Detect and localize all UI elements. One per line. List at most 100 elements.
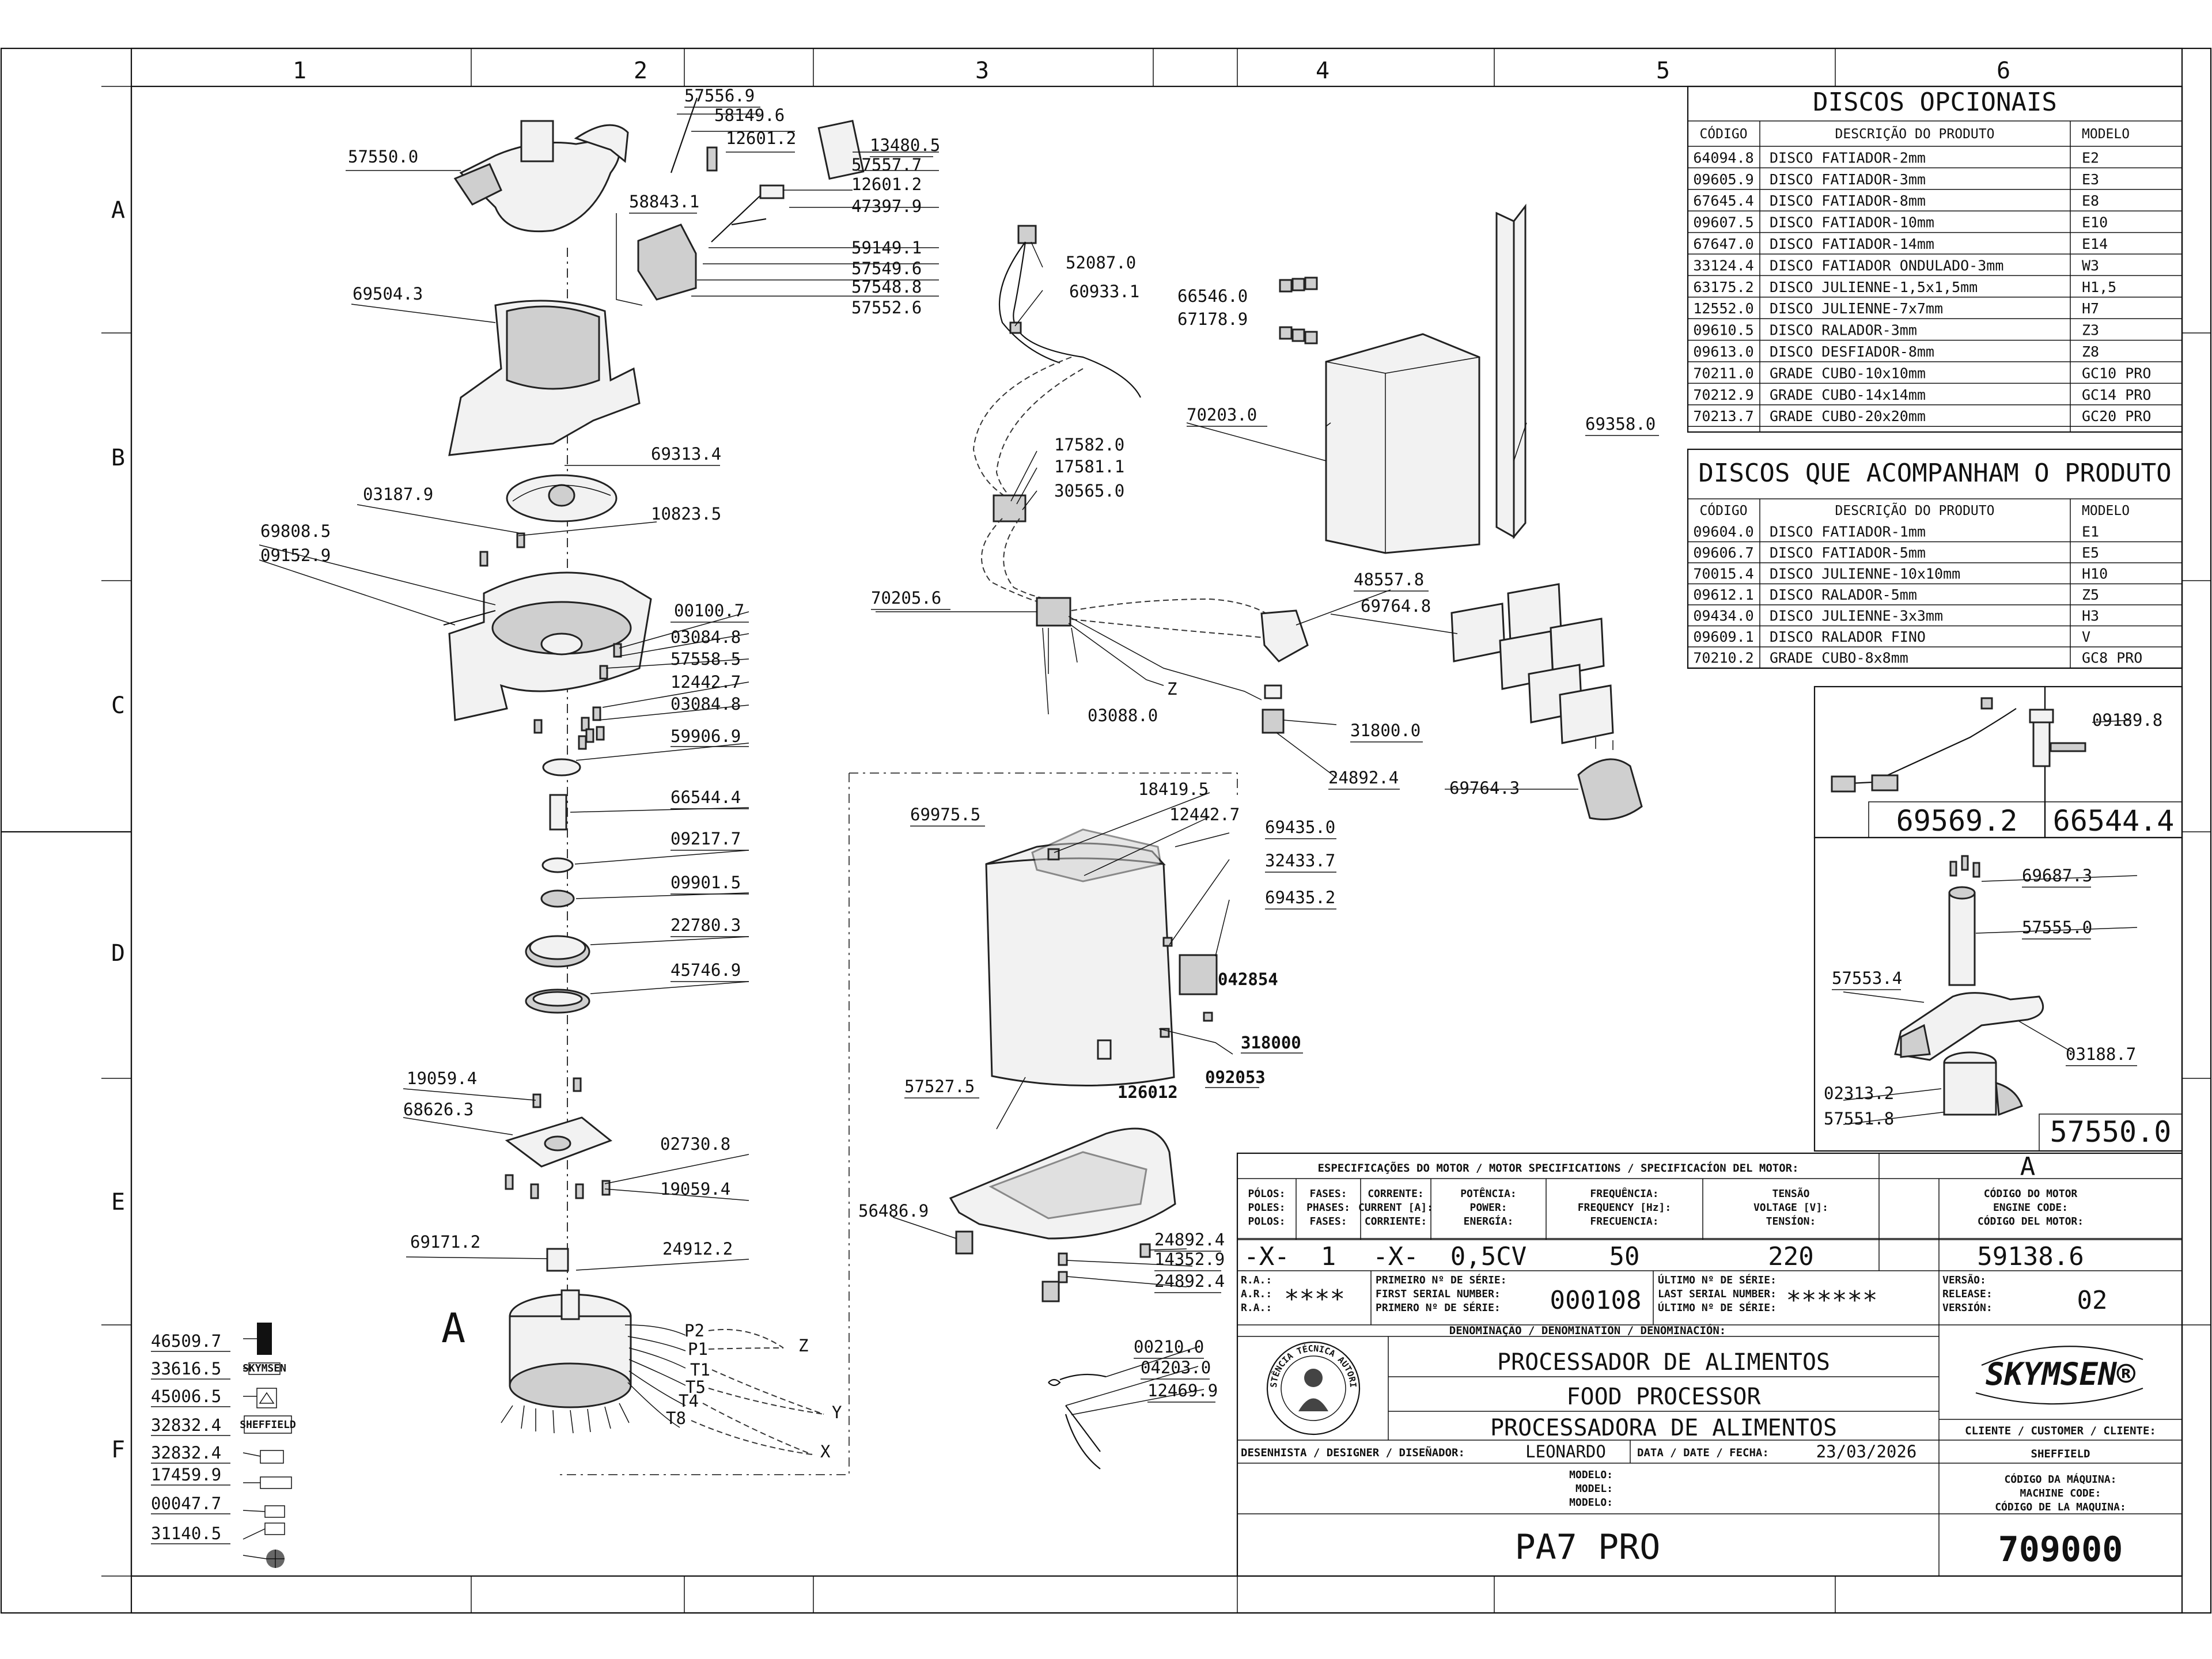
val-potencia: 0,5CV — [1450, 1242, 1527, 1271]
label-03088-0: 03088.0 — [1088, 706, 1158, 725]
versao-label-3: VERSIÓN: — [1942, 1301, 1993, 1314]
optional-discs-cell: 64094.8 — [1693, 149, 1753, 166]
label-57556-9: 57556.9 — [684, 86, 755, 105]
last-serial-label-3: ÚLTIMO Nº DE SÉRIE: — [1658, 1301, 1777, 1314]
label-52087-0: 52087.0 — [1066, 253, 1136, 272]
val-versao: 02 — [2077, 1286, 2108, 1315]
label-09152-9: 09152.9 — [260, 546, 331, 565]
label-69358-0: 69358.0 — [1585, 414, 1656, 434]
val-last-serial: ****** — [1786, 1286, 1878, 1315]
included-discs-cell: V — [2082, 628, 2090, 645]
tensao-label-2: VOLTAGE [V]: — [1753, 1202, 1828, 1214]
label-30565-0: 30565.0 — [1054, 481, 1124, 501]
wire-t5: T5 — [685, 1377, 706, 1397]
label-092053: 092053 — [1205, 1067, 1266, 1087]
sticker-items: SKYMSEN SHEFFIELD — [240, 1323, 296, 1568]
sticker-33616-text: SKYMSEN — [243, 1362, 286, 1374]
first-serial-label-2: FIRST SERIAL NUMBER: — [1376, 1288, 1501, 1300]
label-042854: 042854 — [1218, 969, 1278, 989]
val-fases: 1 — [1321, 1242, 1336, 1271]
optional-discs-cell: DISCO DESFIADOR-8mm — [1770, 343, 1934, 360]
label-69808-5: 69808.5 — [260, 521, 331, 541]
val-codigo-motor: 59138.6 — [1977, 1242, 2084, 1271]
label-00047-7: 00047.7 — [151, 1494, 221, 1513]
included-discs-cell: 09604.0 — [1693, 524, 1753, 540]
ra-label-1: R.A.: — [1241, 1274, 1272, 1286]
val-frequencia: 50 — [1609, 1242, 1640, 1271]
optional-discs-cell: DISCO RALADOR-3mm — [1770, 322, 1917, 339]
label-45006-5: 45006.5 — [151, 1387, 221, 1406]
grid-col-3: 3 — [975, 58, 989, 84]
optional-discs-cell: GC14 PRO — [2082, 387, 2151, 403]
label-02730-8: 02730.8 — [660, 1134, 730, 1154]
label-12469-9: 12469.9 — [1147, 1381, 1218, 1400]
grid-row-d: D — [111, 940, 125, 967]
included-discs-cell: 09609.1 — [1693, 628, 1753, 645]
label-69435-2: 69435.2 — [1265, 888, 1335, 907]
optional-discs-cell: DISCO FATIADOR-2mm — [1770, 149, 1926, 166]
label-12601-2-b: 12601.2 — [851, 175, 922, 194]
included-discs-cell: DISCO FATIADOR-1mm — [1770, 524, 1926, 540]
included-discs-title: DISCOS QUE ACOMPANHAM O PRODUTO — [1698, 459, 2171, 488]
wire-x: X — [820, 1442, 831, 1461]
label-58843-1: 58843.1 — [629, 192, 699, 211]
label-68626-3: 68626.3 — [403, 1100, 474, 1119]
included-discs-header-code: CÓDIGO — [1699, 502, 1747, 518]
optional-discs-cell: 09613.0 — [1693, 343, 1753, 360]
corrente-label-3: CORRIENTE: — [1365, 1215, 1427, 1228]
optional-discs-cell: E8 — [2082, 192, 2099, 209]
label-57527-5: 57527.5 — [904, 1077, 975, 1096]
detail-assembly-code: 57550.0 — [2050, 1115, 2172, 1149]
product-name-en: FOOD PROCESSOR — [1566, 1384, 1761, 1410]
optional-discs-header-model: MODELO — [2082, 127, 2130, 142]
optional-discs-cell: H7 — [2082, 300, 2099, 317]
optional-discs-cell: 63175.2 — [1693, 279, 1753, 296]
grid-col-1: 1 — [293, 58, 306, 84]
label-57549-6: 57549.6 — [851, 259, 922, 278]
label-12442-7-a: 12442.7 — [671, 672, 741, 692]
wire-p1: P1 — [688, 1339, 708, 1359]
label-57548-8: 57548.8 — [851, 277, 922, 297]
label-69687-3: 69687.3 — [2022, 866, 2092, 885]
modelo-label-2: MODEL: — [1575, 1483, 1613, 1495]
label-19059-4-a: 19059.4 — [407, 1069, 477, 1088]
base-housing — [559, 772, 1238, 1475]
optional-discs-cell: GC20 PRO — [2082, 408, 2151, 425]
included-discs-cell: 70015.4 — [1693, 566, 1753, 582]
label-57551-8: 57551.8 — [1824, 1109, 1894, 1128]
tensao-label-3: TENSÍON: — [1766, 1215, 1816, 1228]
label-69764-3: 69764.3 — [1449, 778, 1520, 798]
polos-label-3: POLOS: — [1248, 1215, 1285, 1228]
machine-code-label-1: CÓDIGO DA MÁQUINA: — [2004, 1473, 2116, 1486]
label-67178-9: 67178.9 — [1177, 309, 1248, 329]
grid-row-a: A — [111, 197, 125, 224]
included-discs-table: DISCOS QUE ACOMPANHAM O PRODUTO CÓDIGO D… — [1687, 448, 2183, 669]
label-00210-0: 00210.0 — [1134, 1337, 1204, 1357]
included-discs-cell: E5 — [2082, 544, 2099, 561]
optional-discs-cell: GRADE CUBO-14x14mm — [1770, 387, 1926, 403]
included-discs-cell: 09434.0 — [1693, 608, 1753, 624]
machine-code-label-2: MACHINE CODE: — [2020, 1487, 2101, 1499]
label-04203-0: 04203.0 — [1141, 1358, 1211, 1377]
denominacao-label: DENOMINAÇÃO / DENOMINATION / DENOMINACIÓ… — [1449, 1323, 1726, 1337]
included-discs-cell: Z5 — [2082, 586, 2099, 603]
first-serial-label-3: PRIMERO Nº DE SÉRIE: — [1376, 1301, 1501, 1314]
label-12442-7-b: 12442.7 — [1169, 805, 1240, 824]
label-32832-4-b: 32832.4 — [151, 1443, 221, 1463]
label-45746-9: 45746.9 — [671, 960, 741, 980]
label-19059-4-b: 19059.4 — [660, 1179, 730, 1199]
wiring-harness — [972, 225, 1318, 734]
included-discs-cell: 09612.1 — [1693, 586, 1753, 603]
included-discs-cell: GRADE CUBO-8x8mm — [1770, 650, 1908, 666]
label-69435-0: 69435.0 — [1265, 817, 1335, 837]
optional-discs-cell: GRADE CUBO-20x20mm — [1770, 408, 1926, 425]
first-serial-label-1: PRIMEIRO Nº DE SÉRIE: — [1376, 1274, 1507, 1286]
codigo-motor-label-2: ENGINE CODE: — [1993, 1202, 2068, 1214]
label-57550-0: 57550.0 — [348, 147, 418, 166]
detail-pin-code: 66544.4 — [2053, 804, 2175, 838]
wire-z-harness: Z — [1167, 679, 1177, 699]
label-24892-4-b: 24892.4 — [1154, 1230, 1225, 1249]
optional-discs-cell: DISCO FATIADOR-10mm — [1770, 214, 1934, 231]
leader-lines — [243, 113, 2138, 1559]
optional-discs-title: DISCOS OPCIONAIS — [1813, 88, 2057, 117]
